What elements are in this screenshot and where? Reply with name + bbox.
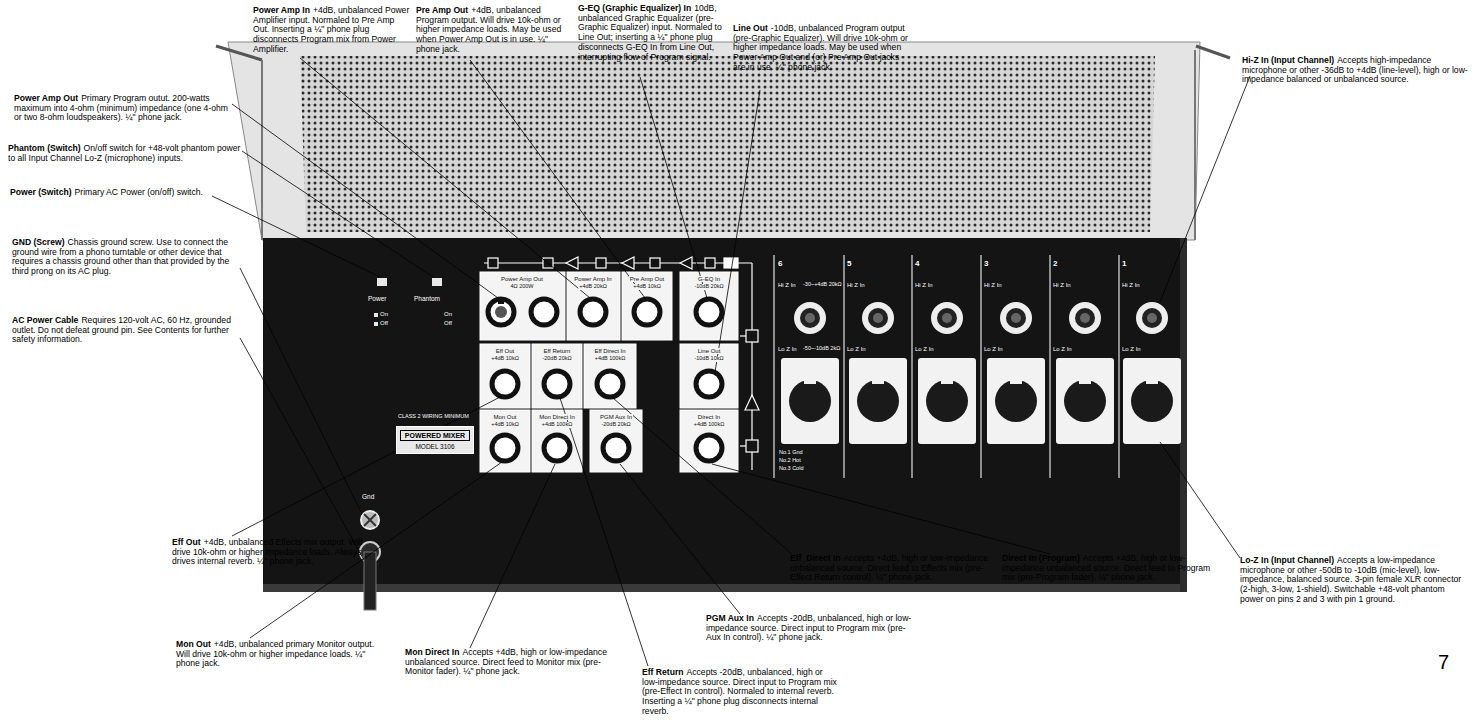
panel-label: Off [444,320,452,326]
callout-heading: Line Out [733,23,768,33]
channel-number: 1 [1122,260,1126,268]
callout-text: Power Amp OutPrimary Program outut. 200-… [14,94,236,123]
panel-label: Eff Return [543,348,572,354]
callout-text: Lo-Z In (Input Channel)Accepts a low-imp… [1240,556,1468,605]
callout-heading: G-EQ (Graphic Equalizer) In [578,3,691,13]
callout-text: Line Out-10dB, unbalanced Program output… [733,24,909,73]
callout-text: Mon Out+4dB, unbalanced primary Monitor … [176,640,376,669]
callout-text: Power Amp In+4dB, unbalanced Power Ampli… [253,6,411,55]
panel-label: +4dB 100kΩ [541,422,574,428]
panel-label: Pre Amp Out [629,276,665,282]
pin-label: No.3 Cold [779,466,803,472]
callout-heading: Eff_Direct In [790,553,841,563]
panel-label: +4dB 20kΩ [578,284,608,290]
panel-label: Lo Z In [1122,346,1141,352]
panel-label: Power Amp Out [500,276,544,282]
panel-label: Hi Z In [778,282,796,288]
callout-heading: AC Power Cable [12,315,78,325]
callout-heading: Lo-Z In (Input Channel) [1240,555,1334,565]
callout-heading: PGM Aux In [706,613,754,623]
panel-label: -10dB 20kΩ [693,284,724,290]
channel-number: 6 [778,260,782,268]
panel-label: Gnd [362,494,374,501]
callout-text: Power (Switch)Primary AC Power (on/off) … [10,188,215,198]
panel-label: Mon Direct In [538,414,576,420]
panel-label: Mon Out [492,414,517,420]
panel-label: Line Out [697,348,722,354]
panel-label: Hi Z In [847,282,865,288]
callout-heading: Eff Out [172,537,201,547]
panel-label: Hi Z In [1053,282,1071,288]
callout-text: Eff Out+4dB, unbalanced Effects mix outp… [172,538,377,567]
panel-label: On [380,311,388,317]
channel-number: 2 [1053,260,1057,268]
panel-label: Lo Z In [847,346,866,352]
panel-label: Hi Z In [984,282,1002,288]
callout-text: AC Power CableRequires 120-volt AC, 60 H… [12,316,242,345]
callout-text: Pre Amp Out+4dB, unbalanced Program outp… [416,6,572,55]
badge-model: MODEL 3106 [400,443,470,450]
panel-label: On [444,311,452,317]
callout-heading: Power Amp Out [14,93,78,103]
callout-heading: Eff Return [642,667,684,677]
panel-label: PGM Aux In [599,414,633,420]
callout-text: GND (Screw)Chassis ground screw. Use to … [12,238,242,277]
panel-label: Power Amp In [573,276,612,282]
callout-heading: Hi-Z In (Input Channel) [1242,55,1334,65]
callout-heading: Power Amp In [253,5,310,15]
callout-body: Primary AC Power (on/off) switch. [75,187,203,197]
callout-text: Eff_Direct InAccepts +4dB, high or low-i… [790,554,996,583]
callout-text: G-EQ (Graphic Equalizer) In10dB, unbalan… [578,4,728,62]
callout-heading: Mon Direct In [405,647,459,657]
callout-text: Phantom (Switch)On/off switch for +48-vo… [8,144,244,163]
panel-label: 4Ω 200W [509,284,534,290]
callout-text: Mon Direct InAccepts +4dB, high or low-i… [405,648,615,677]
pin-label: No.2 Hot [779,458,801,464]
panel-label: -20dB 20kΩ [600,422,631,428]
panel-label: -10dB 10kΩ [693,356,724,362]
panel-label: +4dB 100kΩ [594,356,627,362]
callout-text: Hi-Z In (Input Channel)Accepts high-impe… [1242,56,1470,85]
callout-heading: Power (Switch) [10,187,72,197]
channel-number: 5 [847,260,851,268]
panel-label: Phantom [414,296,440,303]
callout-heading: Direct In (Program) [1002,553,1080,563]
panel-label: +4dB 10kΩ [490,356,520,362]
panel-label: Lo Z In [778,346,797,352]
channel-number: 3 [984,260,988,268]
panel-label: -30~+4dB 20kΩ [803,282,842,288]
badge-title: POWERED MIXER [400,430,470,441]
panel-label: Hi Z In [1122,282,1140,288]
panel-label: -50~-10dB 2kΩ [803,346,840,352]
panel-label: Eff Direct In [593,348,626,354]
panel-label: Off [380,320,388,326]
panel-label: G-EQ In [697,276,721,282]
callout-heading: Pre Amp Out [416,5,468,15]
panel-label: Lo Z In [915,346,934,352]
callout-text: Eff ReturnAccepts -20dB, unbalanced, hig… [642,668,838,717]
badge-plate: POWERED MIXER MODEL 3106 [396,426,474,454]
page-number: 7 [1438,652,1449,673]
callout-text: PGM Aux InAccepts -20dB, unbalanced, hig… [706,614,914,643]
panel-label: CLASS 2 WIRING MINIMUM [398,414,469,420]
callout-text: Direct In (Program)Accepts +4dB, high or… [1002,554,1217,583]
callout-heading: Phantom (Switch) [8,143,81,153]
panel-label: +4dB 10kΩ [490,422,520,428]
panel-label: +4dB 10kΩ [632,284,662,290]
panel-label: Eff Out [495,348,516,354]
panel-label: +4dB 100kΩ [693,422,726,428]
panel-label: Power [368,296,386,303]
panel-label: Lo Z In [984,346,1003,352]
channel-number: 4 [915,260,919,268]
callout-heading: Mon Out [176,639,211,649]
panel-label: Lo Z In [1053,346,1072,352]
pin-label: No.1 Gnd [779,450,803,456]
panel-label: -20dB 20kΩ [541,356,572,362]
panel-label: Direct In [697,414,721,420]
panel-label: Hi Z In [915,282,933,288]
callout-heading: GND (Screw) [12,237,65,247]
